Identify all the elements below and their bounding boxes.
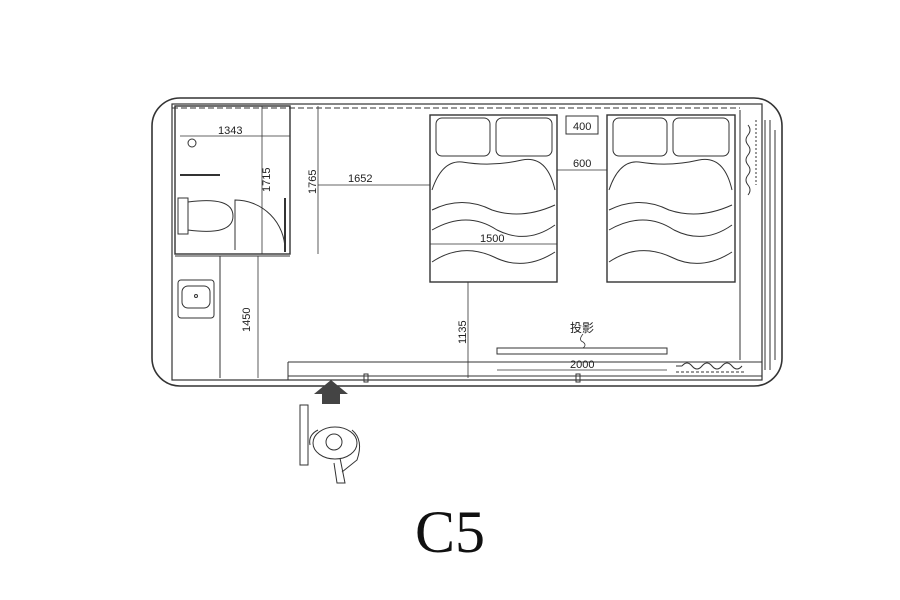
- inner-wall: [171, 103, 763, 381]
- dim-corridor-depth: 1765: [307, 170, 319, 194]
- dimension-lines: [180, 106, 667, 378]
- pillow-icon: [612, 117, 668, 157]
- nightstand: [565, 115, 599, 135]
- bed-left: [429, 114, 558, 283]
- right-window: [739, 110, 776, 370]
- bed-right: [606, 114, 736, 283]
- toilet-icon: [177, 197, 234, 235]
- front-wall: [287, 361, 762, 383]
- projection-screen: [496, 347, 668, 355]
- dim-bed-gap: 600: [573, 158, 591, 170]
- person-icon: [299, 404, 361, 484]
- outer-wall: [151, 97, 783, 387]
- bathroom: [174, 105, 291, 255]
- dim-corridor-to-bed: 1652: [348, 173, 372, 185]
- dim-screen-width: 2000: [570, 359, 594, 371]
- entrance-arrow-icon: [314, 380, 348, 404]
- sink-icon: [177, 279, 215, 319]
- plan-title: C5: [414, 499, 486, 565]
- pillow-icon: [435, 117, 491, 157]
- dim-nightstand: 400: [573, 121, 591, 133]
- label-projection: 投影: [570, 320, 594, 335]
- sink-counter: [175, 255, 290, 378]
- dim-bed-width: 1500: [480, 233, 504, 245]
- dim-sink-zone: 1450: [241, 308, 253, 332]
- door-icon: [234, 199, 286, 251]
- dim-bath-depth: 1715: [261, 168, 273, 192]
- shower-icon: [187, 138, 197, 148]
- dim-bed-to-wall: 1135: [457, 320, 469, 344]
- dim-bath-width: 1343: [218, 125, 242, 137]
